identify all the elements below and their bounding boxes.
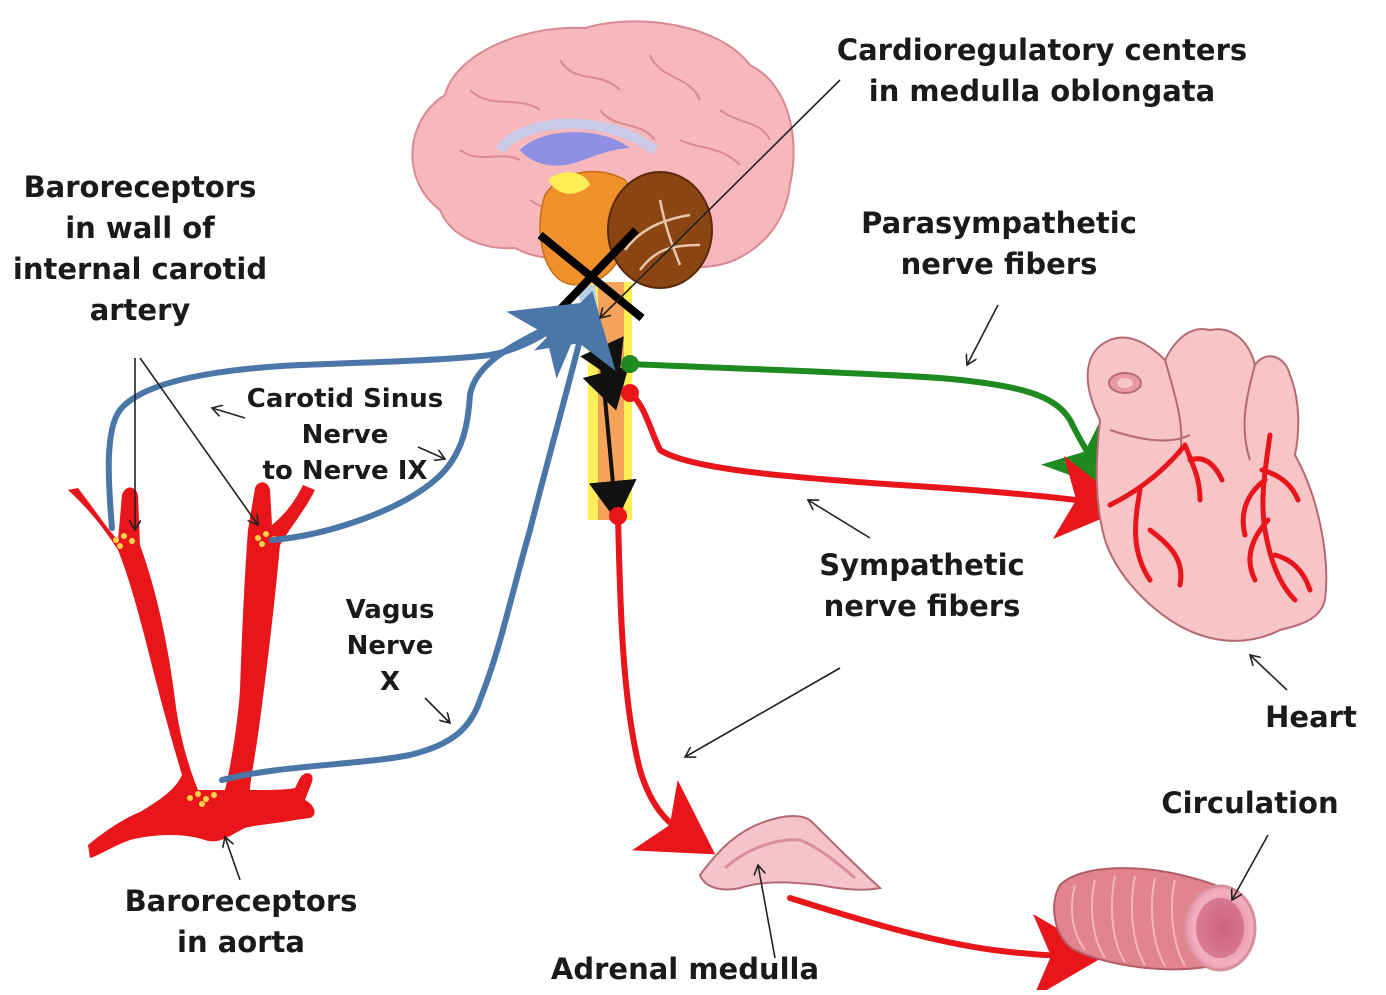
- label-line: Carotid Sinus: [240, 381, 450, 417]
- label-circulation: Circulation: [1150, 783, 1350, 824]
- label-line: X: [330, 664, 450, 700]
- label-line: Circulation: [1150, 783, 1350, 824]
- label-parasympathetic-fibers: Parasympathetic nerve fibers: [858, 203, 1140, 285]
- label-line: Cardioregulatory centers: [836, 30, 1248, 71]
- label-line: nerve fibers: [858, 244, 1140, 285]
- label-heart: Heart: [1256, 697, 1366, 738]
- label-line: internal carotid: [10, 249, 270, 290]
- label-baroreceptors-carotid: Baroreceptors in wall of internal caroti…: [10, 167, 270, 331]
- label-line: Nerve: [330, 628, 450, 664]
- label-line: to Nerve IX: [240, 453, 450, 489]
- label-line: Vagus: [330, 592, 450, 628]
- label-line: Nerve: [240, 417, 450, 453]
- label-line: Sympathetic: [812, 545, 1032, 586]
- label-line: in medulla oblongata: [836, 71, 1248, 112]
- label-adrenal-medulla: Adrenal medulla: [540, 949, 830, 990]
- label-line: in aorta: [118, 922, 364, 963]
- adrenal-to-circulation: [790, 898, 1075, 956]
- label-cardioregulatory-centers: Cardioregulatory centers in medulla oblo…: [836, 30, 1248, 112]
- parasympathetic-pathway: [621, 355, 1100, 470]
- label-line: Baroreceptors: [118, 881, 364, 922]
- label-line: Parasympathetic: [858, 203, 1140, 244]
- brain: [412, 21, 793, 288]
- label-baroreceptors-aorta: Baroreceptors in aorta: [118, 881, 364, 963]
- label-line: nerve fibers: [812, 586, 1032, 627]
- heart-illustration: [1088, 329, 1327, 641]
- label-carotid-sinus-nerve: Carotid Sinus Nerve to Nerve IX: [240, 381, 450, 489]
- label-line: artery: [10, 290, 270, 331]
- sympathetic-to-adrenal: [618, 516, 690, 838]
- sympathetic-to-heart: [630, 393, 1100, 503]
- label-line: Adrenal medulla: [540, 949, 830, 990]
- label-line: Heart: [1256, 697, 1366, 738]
- label-vagus-nerve: Vagus Nerve X: [330, 592, 450, 700]
- label-line: Baroreceptors: [10, 167, 270, 208]
- label-sympathetic-fibers: Sympathetic nerve fibers: [812, 545, 1032, 627]
- blood-vessel-illustration: [1054, 868, 1255, 970]
- label-line: in wall of: [10, 208, 270, 249]
- adrenal-gland: [700, 816, 880, 890]
